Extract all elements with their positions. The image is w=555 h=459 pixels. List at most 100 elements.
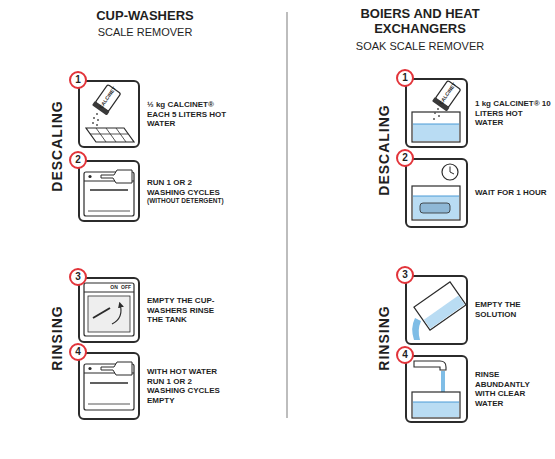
jar-label: CALCINET [98, 86, 117, 110]
illustration-part [88, 211, 130, 212]
illustration-part [420, 203, 450, 213]
illustration-part [92, 122, 94, 124]
illustration-part [88, 296, 130, 332]
illustration-part [432, 80, 462, 112]
illustration-part [414, 361, 446, 370]
step-number-circle: 3 [69, 268, 87, 286]
step-number: 1 [75, 75, 81, 85]
illustration-part [412, 186, 460, 220]
illustration-part [435, 80, 461, 107]
step-instruction: WAIT FOR 1 HOUR [475, 188, 551, 198]
column-heading: BOIERS AND HEAT EXCHANGERS [353, 6, 487, 36]
step-instruction: ½ kg CALCINET® EACH 5 LITERS HOT WATER [147, 100, 227, 129]
step-number-circle: 4 [69, 343, 87, 361]
step-caption: 1 kg CALCINET® 10 LITERS HOT WATER [475, 99, 551, 128]
step-number: 2 [75, 155, 81, 165]
illustration-part [90, 134, 128, 135]
illustration-part [84, 283, 134, 336]
step-frame: WAIT FOR 1 HOUR [405, 158, 468, 228]
illustration-part [412, 392, 460, 418]
illustration-part [96, 124, 98, 126]
switch-label: ON [110, 285, 118, 291]
step-number: 2 [402, 153, 408, 163]
cup-washer-run [84, 170, 134, 216]
step-caption: ½ kg CALCINET® EACH 5 LITERS HOT WATER [147, 100, 227, 129]
step-number-circle: 1 [69, 71, 87, 89]
step-note: (WITHOUT DETERGENT) [147, 197, 227, 205]
column-subheading: SCALE REMOVER [45, 26, 245, 39]
illustration-part [95, 84, 121, 111]
illustration-part [93, 308, 110, 318]
illustration-part [413, 124, 459, 141]
switch-label: OFF [121, 285, 131, 291]
illustration-part [437, 108, 439, 110]
step-caption: RINSE ABUNDANTLY WITH CLEAR WATER [475, 370, 551, 408]
step-number: 3 [402, 270, 408, 280]
step-frame: RUN 1 OR 2 WASHING CYCLES(WITHOUT DETERG… [78, 160, 140, 222]
faucet-rinse-tank [412, 361, 460, 418]
illustration-part [414, 282, 466, 330]
illustration-part [88, 404, 130, 405]
step-number: 3 [75, 272, 81, 282]
illustration-part [413, 196, 459, 219]
illustration-part [433, 118, 435, 120]
cup-washer-open [84, 283, 134, 336]
step-number: 4 [75, 347, 81, 357]
illustration-part [88, 175, 91, 178]
step-frame: EMPTY THE SOLUTION [405, 275, 468, 345]
step-caption: EMPTY THE CUP-WASHERS RINSE THE TANK [147, 296, 227, 325]
illustration-part [84, 292, 134, 293]
step-number: 4 [402, 350, 408, 360]
illustration-part [414, 282, 466, 330]
illustration-part [450, 172, 454, 174]
illustration-part [438, 115, 440, 117]
step-frame: 1 kg CALCINET® 10 LITERS HOT WATER [405, 78, 468, 148]
step-instruction: RUN 1 OR 2 WASHING CYCLES [147, 178, 227, 197]
tank-soak-clock [412, 164, 460, 220]
illustration-part [112, 304, 121, 324]
jar-label: CALCINET [438, 82, 457, 106]
illustration-part [424, 296, 465, 329]
illustration-part [106, 128, 116, 142]
step-number: 1 [402, 73, 408, 83]
step-number-circle: 1 [396, 69, 414, 87]
column-heading: CUP-WASHERS [45, 9, 245, 24]
step-instruction: EMPTY THE CUP-WASHERS RINSE THE TANK [147, 296, 227, 325]
step-instruction: EMPTY THE SOLUTION [475, 300, 551, 319]
illustration-part [96, 113, 98, 115]
illustration-part [101, 170, 132, 183]
illustration-part [93, 117, 95, 119]
step-caption: RUN 1 OR 2 WASHING CYCLES(WITHOUT DETERG… [147, 178, 227, 205]
illustration-part [101, 362, 132, 375]
tank-emptying [412, 282, 466, 340]
phase-label: DESCALING [376, 104, 392, 195]
step-number-circle: 4 [396, 346, 414, 364]
cup-washer-run [84, 362, 134, 410]
illustration-part [92, 84, 122, 116]
step-instruction: WITH HOT WATER RUN 1 OR 2 WASHING CYCLES… [147, 367, 227, 405]
illustration-part [413, 196, 459, 197]
step-number-circle: 3 [396, 266, 414, 284]
illustration-part [413, 124, 459, 125]
step-number-circle: 2 [396, 149, 414, 167]
illustration-part [86, 128, 134, 142]
column-subheading: SOAK SCALE REMOVER [320, 40, 520, 53]
phase-label: RINSING [376, 305, 392, 370]
illustration-part [413, 402, 459, 403]
phase-label: RINSING [49, 305, 65, 370]
illustration-part [442, 164, 458, 180]
illustration-part [441, 371, 445, 393]
illustration-part [412, 112, 460, 142]
illustration-part [413, 402, 459, 417]
illustration-part [97, 119, 99, 121]
step-frame: WITH HOT WATER RUN 1 OR 2 WASHING CYCLES… [78, 352, 140, 420]
illustration-part [450, 167, 451, 173]
phase-label: DESCALING [49, 100, 65, 191]
step-caption: WITH HOT WATER RUN 1 OR 2 WASHING CYCLES… [147, 367, 227, 405]
column-divider [286, 12, 288, 418]
illustration-part [96, 128, 106, 142]
illustration-part [90, 189, 128, 191]
